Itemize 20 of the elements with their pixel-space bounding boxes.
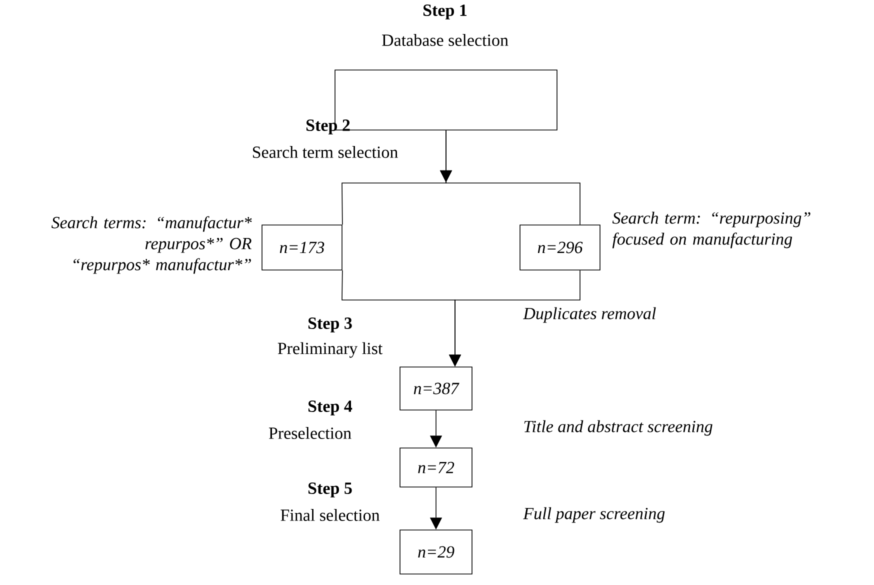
step-label: Step 4 (308, 400, 352, 416)
step-label: Step 2 (306, 120, 350, 134)
step-note: Title and abstract screening (524, 420, 712, 436)
step-label: Step 5 (308, 482, 352, 498)
process-box: n=296 (520, 224, 600, 270)
step-label: Step 3 (308, 318, 352, 332)
note-text: Search terms: “manufactur* repurpos*” OR “repurpos* manufactur*” (52, 216, 252, 274)
step-label: Step 1 (423, 4, 467, 20)
note-text: Search term: “repurposing” focused on manufacturing (612, 212, 810, 248)
process-box: n=29 (400, 530, 472, 574)
step-description: Search term selection (253, 146, 398, 158)
step-description: Preselection (268, 427, 352, 439)
step-note: Full paper screening (523, 507, 665, 523)
step-note: Duplicates removal (523, 307, 656, 323)
process-box: n=173 (262, 224, 342, 270)
step-description: Database selection (382, 34, 508, 46)
process-box: n=72 (400, 448, 472, 488)
process-box: n=387 (400, 366, 472, 410)
step-description: Final selection (280, 509, 380, 521)
step-description: Preliminary list (278, 342, 383, 358)
